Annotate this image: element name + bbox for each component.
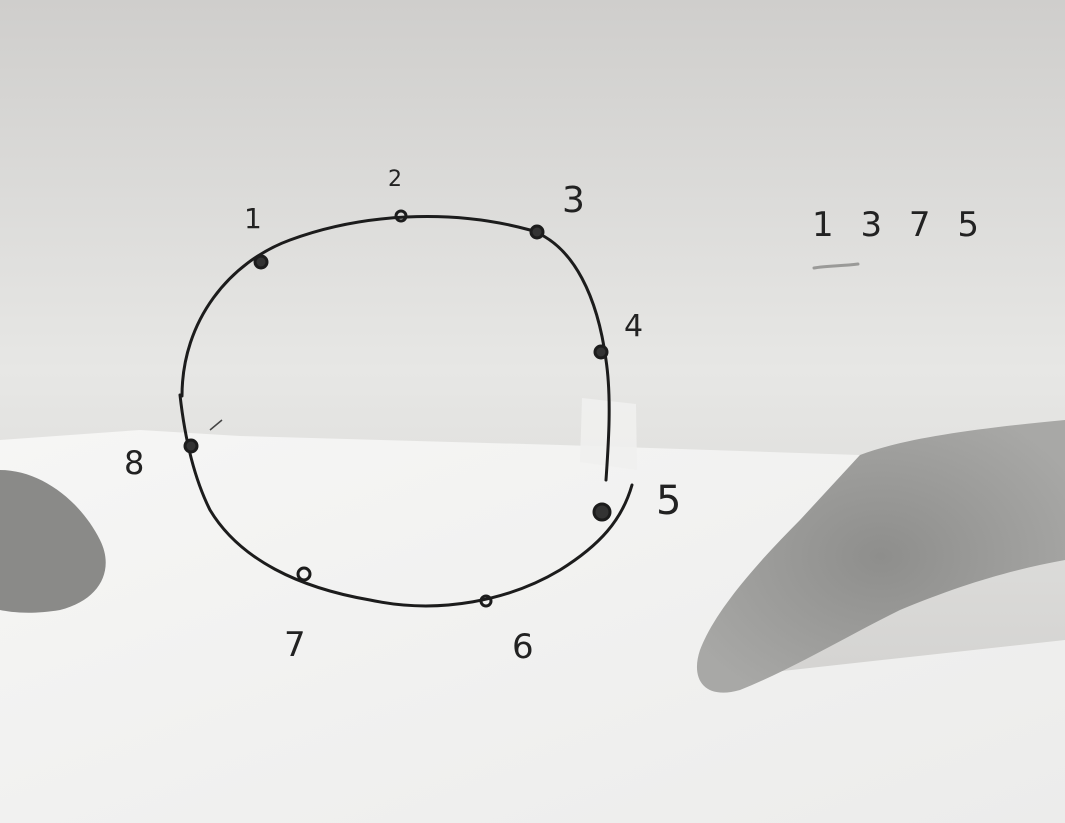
- pen-stroke-mark: [209, 419, 223, 431]
- point-8-marker: [183, 438, 199, 454]
- point-5-marker: [592, 502, 612, 522]
- drawn-circle: [178, 215, 634, 608]
- point-6-label: 6: [512, 627, 534, 667]
- point-markers: [183, 209, 612, 608]
- point-3-label: 3: [562, 180, 585, 221]
- point-7-label: 7: [284, 625, 306, 665]
- point-5-label: 5: [656, 478, 681, 524]
- point-2-marker: [394, 209, 408, 223]
- point-8-label: 8: [124, 444, 144, 482]
- point-3-marker: [529, 224, 545, 240]
- sequence-note: 1 3 7 5: [812, 205, 987, 245]
- point-1-label: 1: [244, 202, 262, 235]
- point-4-label: 4: [624, 309, 643, 344]
- point-4-marker: [593, 344, 609, 360]
- sequence-underline: [812, 262, 860, 270]
- point-6-marker: [479, 594, 493, 608]
- point-2-label: 2: [388, 167, 402, 192]
- point-7-marker: [296, 566, 312, 582]
- hand-shadow-left: [0, 470, 106, 613]
- point-1-marker: [253, 254, 269, 270]
- hand-shadow-right: [696, 420, 1065, 693]
